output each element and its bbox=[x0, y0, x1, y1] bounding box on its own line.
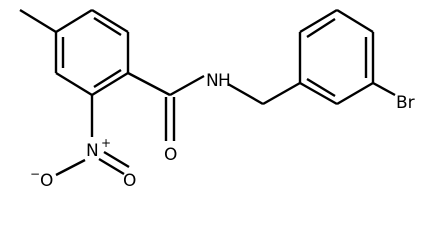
bond bbox=[336, 8, 374, 34]
bond bbox=[336, 81, 374, 106]
bond bbox=[127, 71, 171, 97]
bond bbox=[55, 8, 93, 34]
nitro-nitrogen-label: N bbox=[86, 141, 99, 161]
chemical-structure: N H O N + O − O Br bbox=[19, 8, 415, 191]
nitro-oxygen-left-charge: − bbox=[30, 167, 40, 181]
carbonyl-oxygen-label: O bbox=[164, 145, 177, 165]
double-bond-inner bbox=[306, 17, 336, 39]
ring-a-bonds bbox=[54, 8, 130, 97]
nitro-bonds bbox=[55, 95, 130, 177]
bond bbox=[91, 71, 129, 97]
bond bbox=[227, 82, 264, 106]
nitro-oxygen-left-label: O bbox=[40, 171, 53, 191]
bromine-bond bbox=[372, 81, 396, 97]
methyl-bond bbox=[19, 8, 57, 34]
bond bbox=[55, 71, 93, 97]
bromine-label: Br bbox=[396, 93, 415, 113]
amide-bonds bbox=[127, 71, 264, 141]
nitro-double-bond bbox=[103, 150, 130, 169]
ring-b-bonds bbox=[298, 8, 375, 106]
bond bbox=[299, 81, 338, 106]
bond bbox=[169, 74, 205, 97]
amide-nitrogen-label: N bbox=[206, 71, 219, 91]
amide-hydrogen-label: H bbox=[218, 71, 231, 91]
double-bond-inner bbox=[306, 77, 336, 98]
nitro-oxygen-right-label: O bbox=[123, 171, 136, 191]
double-bond-inner bbox=[93, 68, 122, 89]
nitro-nitrogen-charge: + bbox=[101, 136, 111, 150]
benzyl-bond bbox=[262, 81, 301, 106]
double-bond-inner bbox=[93, 16, 122, 37]
nitro-double-bond bbox=[98, 157, 125, 176]
bond bbox=[299, 8, 338, 34]
bond bbox=[91, 8, 129, 34]
bond bbox=[55, 158, 86, 177]
